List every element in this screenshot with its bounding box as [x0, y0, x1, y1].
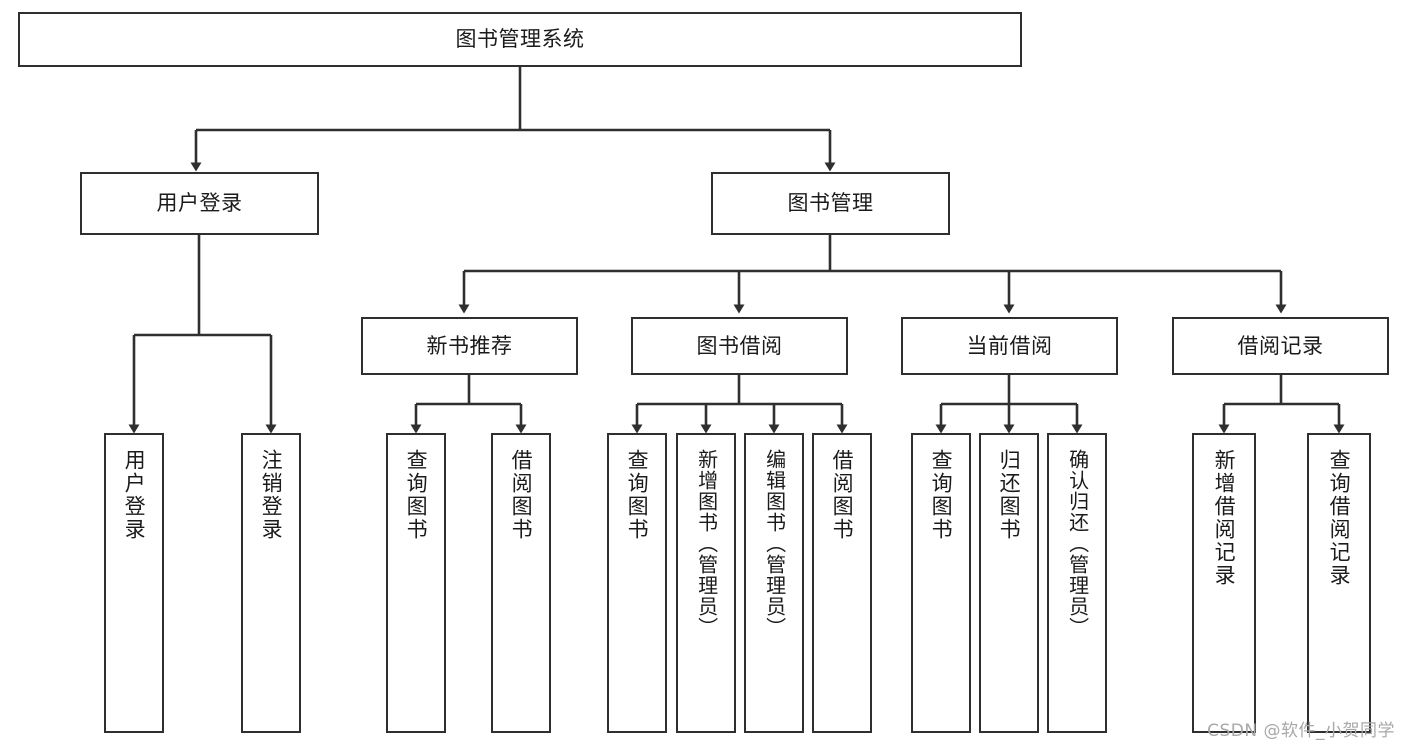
node-label: 查询图书	[929, 449, 954, 541]
node-leaf-new-book-query[interactable]: 查询图书	[386, 433, 446, 733]
node-leaf-current-return-book[interactable]: 归还图书	[979, 433, 1039, 733]
node-label: 借阅图书	[830, 449, 855, 541]
node-label: 借阅记录	[1237, 333, 1324, 358]
node-leaf-borrow-borrow-book[interactable]: 借阅图书	[812, 433, 872, 733]
node-label: 用户登录	[156, 191, 243, 216]
node-label: 用户登录	[122, 449, 147, 541]
node-label: 新增图书（管理员）	[694, 449, 719, 638]
node-label: 借阅图书	[509, 449, 534, 541]
node-borrow-record[interactable]: 借阅记录	[1172, 317, 1389, 375]
node-leaf-user-login-logout[interactable]: 注销登录	[241, 433, 301, 733]
node-leaf-record-query-record[interactable]: 查询借阅记录	[1307, 433, 1371, 733]
node-label: 图书借阅	[696, 333, 783, 358]
node-book-borrow[interactable]: 图书借阅	[631, 317, 848, 375]
node-label: 确认归还（管理员）	[1065, 449, 1090, 638]
node-label: 当前借阅	[966, 333, 1053, 358]
node-label: 图书管理	[787, 191, 874, 216]
node-label: 新增借阅记录	[1212, 449, 1237, 587]
node-leaf-current-confirm-return-admin[interactable]: 确认归还（管理员）	[1047, 433, 1107, 733]
node-leaf-borrow-edit-book-admin[interactable]: 编辑图书（管理员）	[744, 433, 804, 733]
node-label: 图书管理系统	[455, 27, 585, 52]
node-label: 查询图书	[404, 449, 429, 541]
node-book-management[interactable]: 图书管理	[711, 172, 950, 235]
node-label: 注销登录	[259, 449, 284, 541]
node-new-book-recommend[interactable]: 新书推荐	[361, 317, 578, 375]
node-label: 编辑图书（管理员）	[762, 449, 787, 638]
node-leaf-user-login-login[interactable]: 用户登录	[104, 433, 164, 733]
node-label: 新书推荐	[426, 333, 513, 358]
node-label: 归还图书	[997, 449, 1022, 541]
node-leaf-new-book-borrow[interactable]: 借阅图书	[491, 433, 551, 733]
node-current-borrow[interactable]: 当前借阅	[901, 317, 1118, 375]
node-label: 查询借阅记录	[1327, 449, 1352, 587]
node-leaf-current-query-book[interactable]: 查询图书	[911, 433, 971, 733]
node-leaf-record-add-record[interactable]: 新增借阅记录	[1192, 433, 1256, 733]
csdn-watermark: CSDN @软件_小贺同学	[1207, 721, 1395, 741]
node-user-login[interactable]: 用户登录	[80, 172, 319, 235]
node-leaf-borrow-query-book[interactable]: 查询图书	[607, 433, 667, 733]
node-label: 查询图书	[625, 449, 650, 541]
node-root-library-system[interactable]: 图书管理系统	[18, 12, 1022, 67]
node-leaf-borrow-add-book-admin[interactable]: 新增图书（管理员）	[676, 433, 736, 733]
